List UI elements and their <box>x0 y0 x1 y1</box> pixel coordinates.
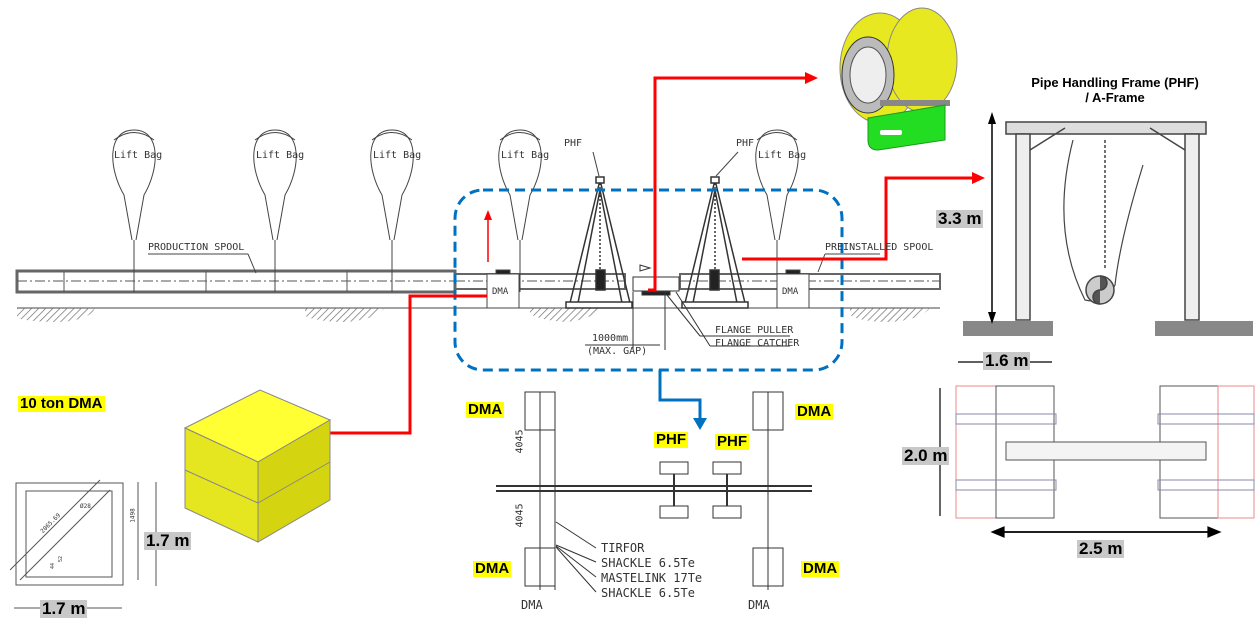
dma-tag-bottom-right: DMA <box>801 560 840 577</box>
dma-small-dimension-a: 44 <box>50 562 57 570</box>
lift-bags <box>112 129 799 292</box>
spool-leaders <box>148 151 880 274</box>
dma-label: DMA <box>782 287 799 297</box>
lift-bag-label: Lift Bag <box>373 150 422 161</box>
phf-label: PHF <box>736 138 755 149</box>
rigging-item: SHACKLE 6.5Te <box>601 556 695 570</box>
lift-bag-label: Lift Bag <box>501 150 550 161</box>
seabed-hatch <box>17 308 930 322</box>
gap-note: (MAX. GAP) <box>587 346 648 357</box>
production-spool-label: PRODUCTION SPOOL <box>148 242 245 253</box>
dma-inner-dimension: 1498 <box>129 508 137 523</box>
lift-bag <box>755 129 799 292</box>
dma-hole-dimension: Ø28 <box>80 503 91 510</box>
flange-puller-label: FLANGE PULLER <box>715 325 794 336</box>
dma-tag-top-left: DMA <box>466 401 505 418</box>
rigging-item: SHACKLE 6.5Te <box>601 586 695 600</box>
dma-caption-right: DMA <box>748 598 770 612</box>
dma-height-dimension: 1.7 m <box>144 531 192 550</box>
rigging-item: MASTELINK 17Te <box>601 571 703 585</box>
phf-frame-drawing <box>1005 121 1207 321</box>
phf-plan-span-dimension: 2.5 m <box>1077 539 1125 558</box>
focus-region-outline <box>453 188 844 372</box>
gap-value: 1000mm <box>592 333 629 344</box>
phf-plan-width-dimension: 1.6 m <box>983 351 1031 370</box>
phf-title-line2: / A-Frame <box>1085 89 1145 105</box>
spacing-bottom-dimension: 4045 <box>514 503 526 528</box>
phf-title: Pipe Handling Frame (PHF) / A-Frame <box>1000 75 1230 106</box>
phf-label: PHF <box>564 138 583 149</box>
phf-tag-right: PHF <box>715 433 749 450</box>
preinstalled-spool-label: PREINSTALLED SPOOL <box>825 242 934 253</box>
phf-title-line1: Pipe Handling Frame (PHF) <box>1031 75 1199 90</box>
lift-bag-label: Lift Bag <box>256 150 305 161</box>
phf-plan-drawing <box>955 385 1255 519</box>
phf-base-left <box>963 321 1053 336</box>
phf-plan-depth-dimension: 2.0 m <box>902 446 950 465</box>
dma-width-dimension: 1.7 m <box>40 599 88 618</box>
dma-blocks <box>486 269 810 309</box>
lift-bag <box>498 129 542 292</box>
phf-base-right <box>1155 321 1253 336</box>
dma-3d-render <box>183 389 332 543</box>
dma-caption-left: DMA <box>521 598 543 612</box>
rigging-list: TIRFOR SHACKLE 6.5Te MASTELINK 17Te SHAC… <box>601 541 702 601</box>
lift-bag-label: Lift Bag <box>758 150 807 161</box>
flange-3d-render <box>839 7 958 151</box>
flange-catcher-label: FLANGE CATCHER <box>715 338 800 349</box>
layout-plan-drawing <box>496 391 812 593</box>
dma-tag-top-right: DMA <box>795 403 834 420</box>
lift-bag <box>370 129 414 292</box>
lift-bag <box>253 129 297 292</box>
dma-small-dimension-b: 52 <box>58 555 65 563</box>
rigging-item: TIRFOR <box>601 541 645 555</box>
phf-height-dimension: 3.3 m <box>936 209 984 228</box>
dma-label: DMA <box>492 287 509 297</box>
dma-title: 10 ton DMA <box>18 395 105 412</box>
lift-bag-label: Lift Bag <box>114 150 163 161</box>
blue-arrow <box>658 370 702 420</box>
phf-tag-left: PHF <box>654 431 688 448</box>
dma-plan-drawing <box>9 479 157 609</box>
dma-tag-bottom-left: DMA <box>473 560 512 577</box>
lift-bag <box>112 129 156 292</box>
spacing-top-dimension: 4045 <box>514 429 526 454</box>
